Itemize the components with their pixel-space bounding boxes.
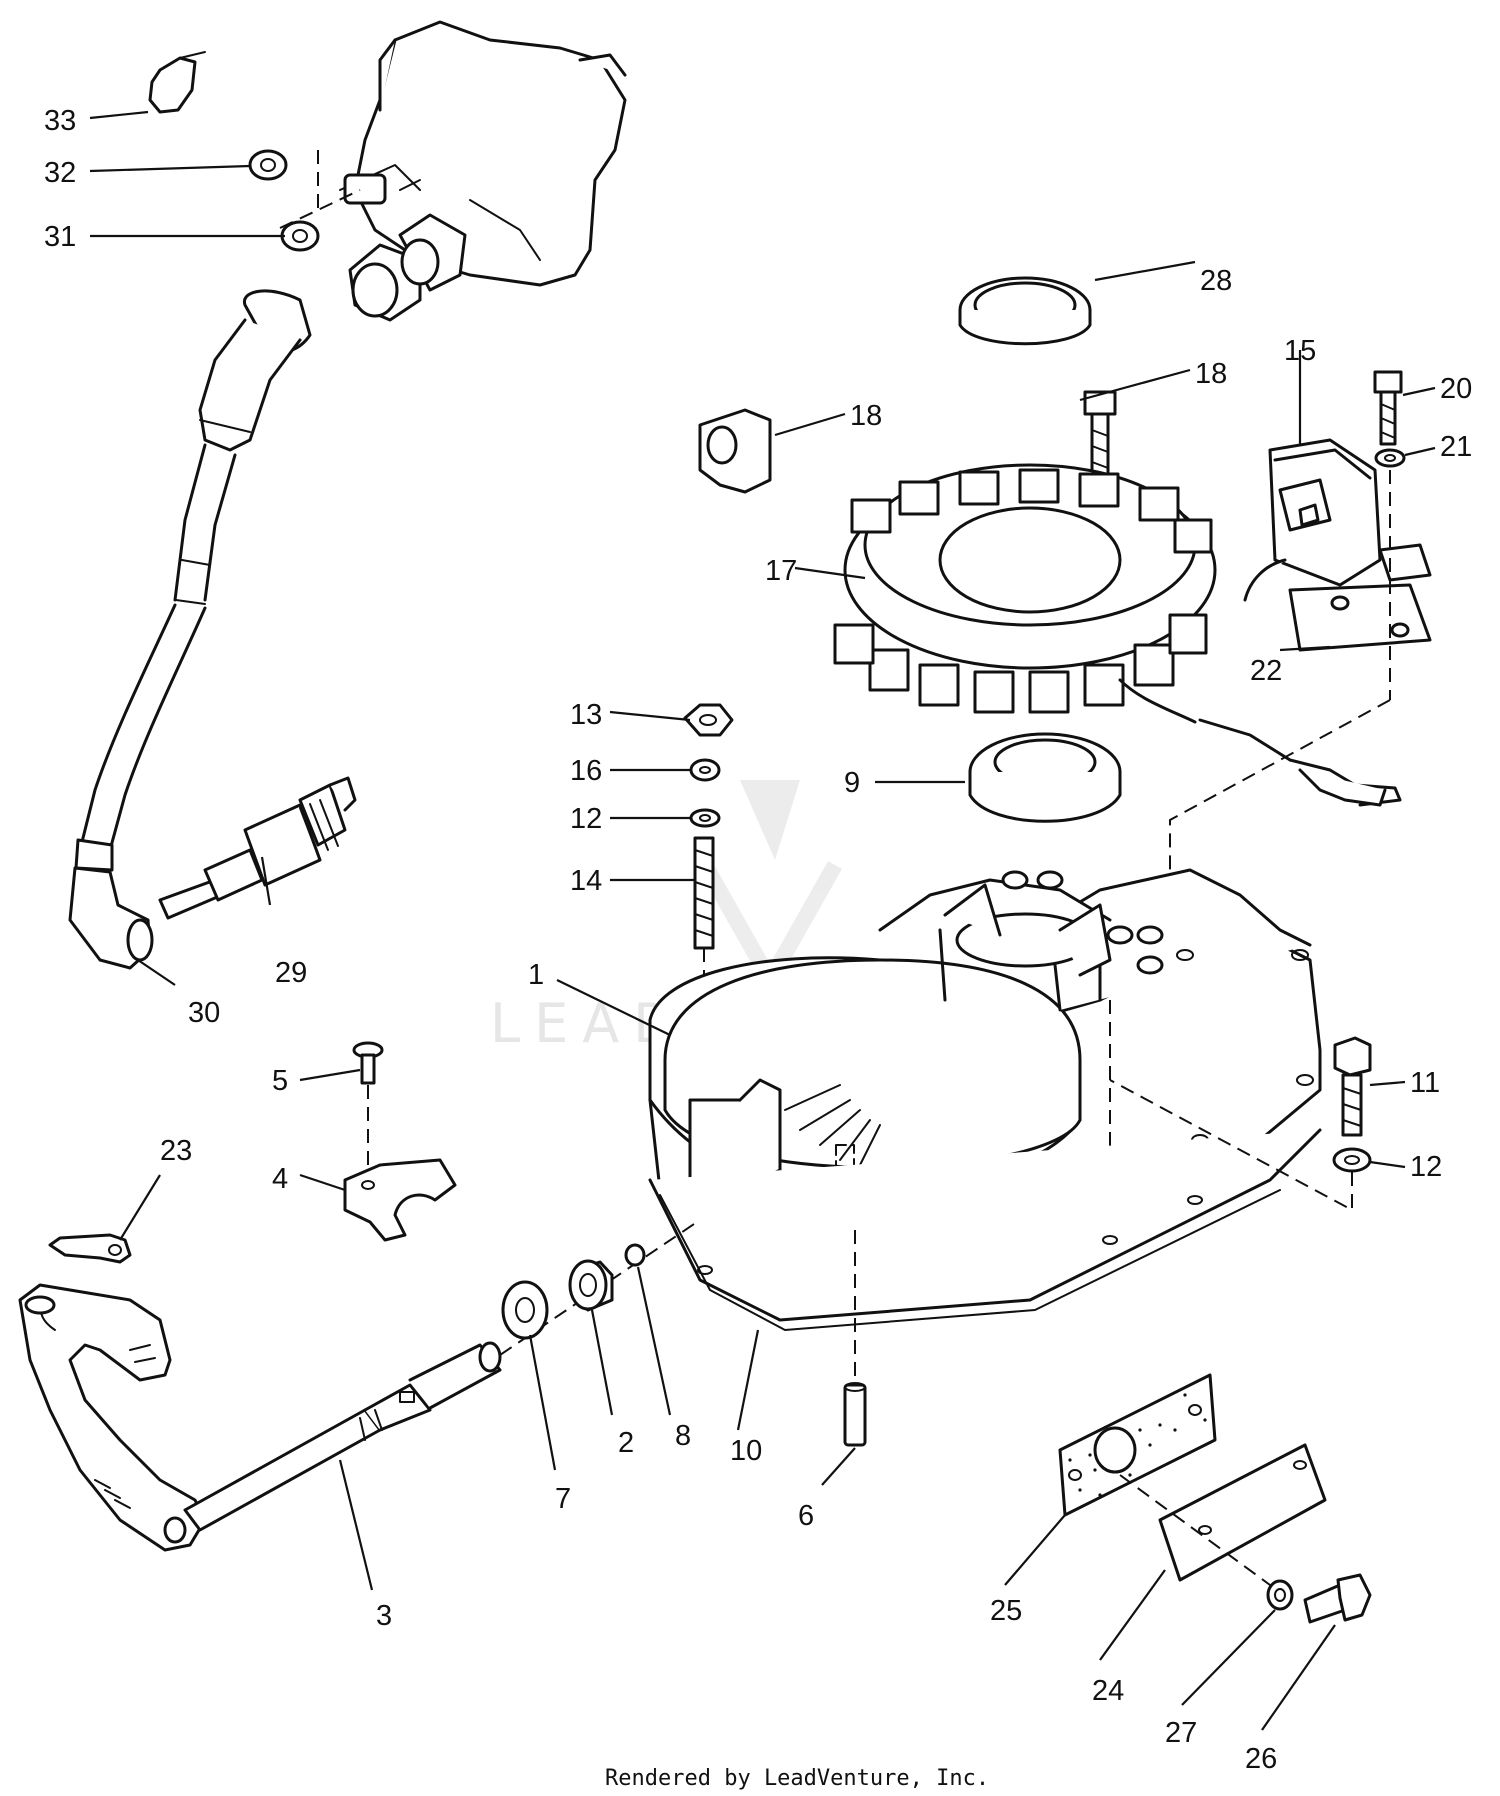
callout-9: 9 xyxy=(844,767,860,799)
bracket xyxy=(343,1158,457,1242)
callout-22: 22 xyxy=(1250,655,1282,687)
callout-27: 27 xyxy=(1165,1717,1197,1749)
callout-5: 5 xyxy=(272,1065,288,1097)
footer-credit: Rendered by LeadVenture, Inc. xyxy=(605,1766,989,1791)
dowel-pin xyxy=(843,1382,867,1447)
clamp-33 xyxy=(148,51,206,114)
callouts: 33 32 31 28 18 15 20 21 18 17 22 13 16 1… xyxy=(44,105,1472,1775)
oil-seal xyxy=(958,276,1092,346)
callout-12-right: 12 xyxy=(1410,1151,1442,1183)
callout-29: 29 xyxy=(275,957,307,989)
governor-lever xyxy=(18,1283,207,1552)
callout-3: 3 xyxy=(376,1600,392,1632)
callout-1: 1 xyxy=(528,959,544,991)
callout-23: 23 xyxy=(160,1135,192,1167)
washer-12-upper xyxy=(689,808,721,828)
nut-31 xyxy=(280,220,320,252)
callout-11: 11 xyxy=(1410,1067,1440,1099)
callout-32: 32 xyxy=(44,157,76,189)
callout-21: 21 xyxy=(1440,431,1472,463)
nut-13 xyxy=(683,703,734,737)
bolt-26 xyxy=(1303,1573,1372,1624)
washer-7 xyxy=(501,1280,549,1340)
callout-4: 4 xyxy=(272,1163,288,1195)
callout-31: 31 xyxy=(44,221,76,253)
axis-cover-plate xyxy=(1119,1474,1271,1586)
callout-30: 30 xyxy=(188,997,220,1029)
callout-18: 18 xyxy=(850,400,882,432)
lockwasher-16 xyxy=(689,758,721,782)
spacer-ring xyxy=(968,732,1122,823)
axis-coil-mount xyxy=(279,189,361,229)
callout-8: 8 xyxy=(675,1420,691,1452)
gasket-plate-25 xyxy=(1058,1373,1217,1517)
wire-connector xyxy=(698,408,772,494)
axis-screw-11 xyxy=(1109,1079,1353,1212)
cover-plate-24 xyxy=(1158,1443,1327,1582)
bushing-2 xyxy=(568,1259,614,1312)
callout-2: 2 xyxy=(618,1427,634,1459)
washer-21 xyxy=(1374,448,1406,468)
callout-14: 14 xyxy=(570,865,602,897)
leader-lines xyxy=(89,110,1436,1731)
stud-14 xyxy=(693,836,715,950)
washer-12-right xyxy=(1332,1147,1372,1173)
callout-19: 18 xyxy=(1195,358,1227,390)
callout-28: 28 xyxy=(1200,265,1232,297)
callout-20: 20 xyxy=(1440,373,1472,405)
callout-26: 26 xyxy=(1245,1743,1277,1775)
stator xyxy=(833,463,1292,762)
retainer-clip xyxy=(48,1233,132,1264)
governor-shaft xyxy=(183,1341,502,1532)
callout-33: 33 xyxy=(44,105,76,137)
callout-12-upper: 12 xyxy=(570,803,602,835)
stator-wire-terminals xyxy=(1288,758,1402,807)
screw-11 xyxy=(1333,1036,1372,1137)
callout-17: 17 xyxy=(765,555,797,587)
spark-plug-wire xyxy=(68,289,312,970)
screw-5 xyxy=(352,1041,384,1085)
callout-6: 6 xyxy=(798,1500,814,1532)
callout-16: 16 xyxy=(570,755,602,787)
callout-15: 15 xyxy=(1284,335,1316,367)
callout-24: 24 xyxy=(1092,1675,1124,1707)
rectifier xyxy=(1243,438,1382,602)
screw-20 xyxy=(1373,370,1403,446)
o-ring-8 xyxy=(624,1243,646,1267)
gasket xyxy=(648,1128,1322,1331)
callout-10: 10 xyxy=(730,1435,762,1467)
callout-7: 7 xyxy=(555,1483,571,1515)
watermark-logo xyxy=(698,780,842,997)
callout-13: 13 xyxy=(570,699,602,731)
mounting-plate xyxy=(1288,543,1432,652)
nut-32 xyxy=(248,149,288,181)
lockwasher-27 xyxy=(1266,1579,1294,1611)
spark-plug xyxy=(158,776,357,920)
ignition-coil xyxy=(339,20,627,322)
callout-25: 25 xyxy=(990,1595,1022,1627)
